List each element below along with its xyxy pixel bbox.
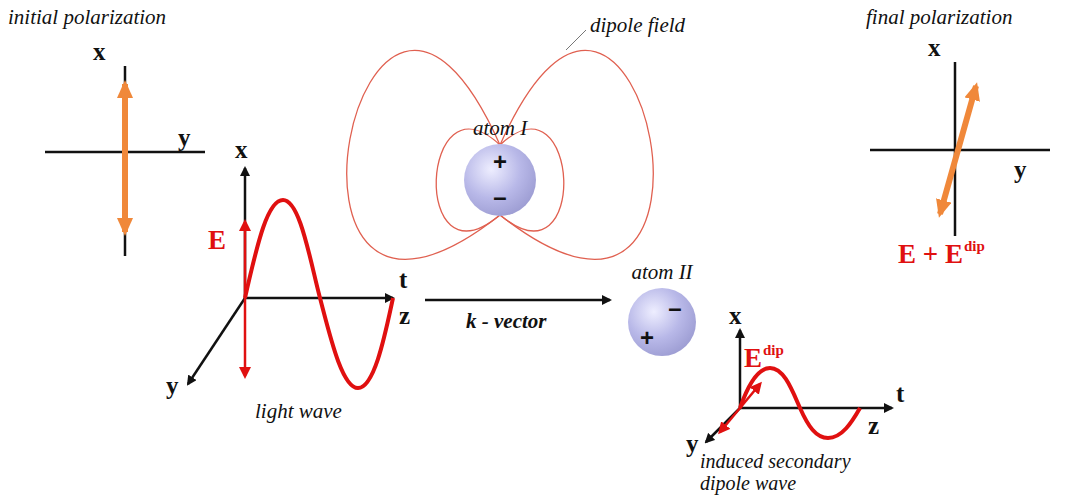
- charge-sign: –: [493, 185, 506, 209]
- axis-label: z: [399, 302, 410, 330]
- axis-label: x: [93, 38, 106, 66]
- axis-label: x: [235, 136, 248, 164]
- final-polarization-axes: [870, 62, 1050, 236]
- initial-polarization-axes: [45, 66, 205, 256]
- axis-label: x: [729, 302, 742, 330]
- panel-title: final polarization: [866, 6, 1012, 29]
- charge-sign: +: [493, 150, 507, 174]
- leader-line: [566, 30, 586, 50]
- light-wave-axes: [188, 168, 393, 384]
- dipole-wave-axes: [706, 330, 892, 442]
- axis-label: z: [868, 412, 879, 440]
- atom-sphere: atom I+–: [464, 144, 536, 216]
- superscript: dip: [964, 238, 985, 255]
- dipole-wave: [740, 368, 860, 438]
- axis-label: y: [166, 372, 179, 400]
- superscript: dip: [763, 342, 784, 359]
- axis-label: y: [178, 124, 191, 152]
- wave-label: induced secondary dipole wave: [700, 450, 878, 494]
- atom-sphere: atom II–+: [628, 288, 696, 356]
- axis-label: y: [1014, 156, 1027, 184]
- sum-label: E + E: [898, 240, 963, 270]
- axis-label: t: [896, 380, 904, 408]
- field-label: E: [744, 344, 762, 374]
- charge-sign: +: [640, 326, 654, 350]
- field-label: E: [208, 226, 226, 256]
- wave-label: light wave: [255, 400, 342, 423]
- field-vector: [244, 222, 247, 376]
- atom-heading: atom II: [631, 261, 692, 284]
- panel-title: initial polarization: [8, 6, 166, 29]
- light-wave: [245, 200, 393, 388]
- vector-label: k - vector: [466, 310, 546, 333]
- axis-label: x: [928, 34, 941, 62]
- dipole-field-vector: [720, 384, 760, 432]
- axis-label: t: [399, 266, 407, 294]
- dipole-field-lines: [347, 50, 653, 259]
- callout-label: dipole field: [590, 14, 685, 37]
- k-vector-arrow: [425, 299, 610, 302]
- charge-sign: –: [668, 296, 681, 320]
- axis-label: y: [686, 430, 699, 458]
- atom-heading: atom I: [473, 117, 527, 140]
